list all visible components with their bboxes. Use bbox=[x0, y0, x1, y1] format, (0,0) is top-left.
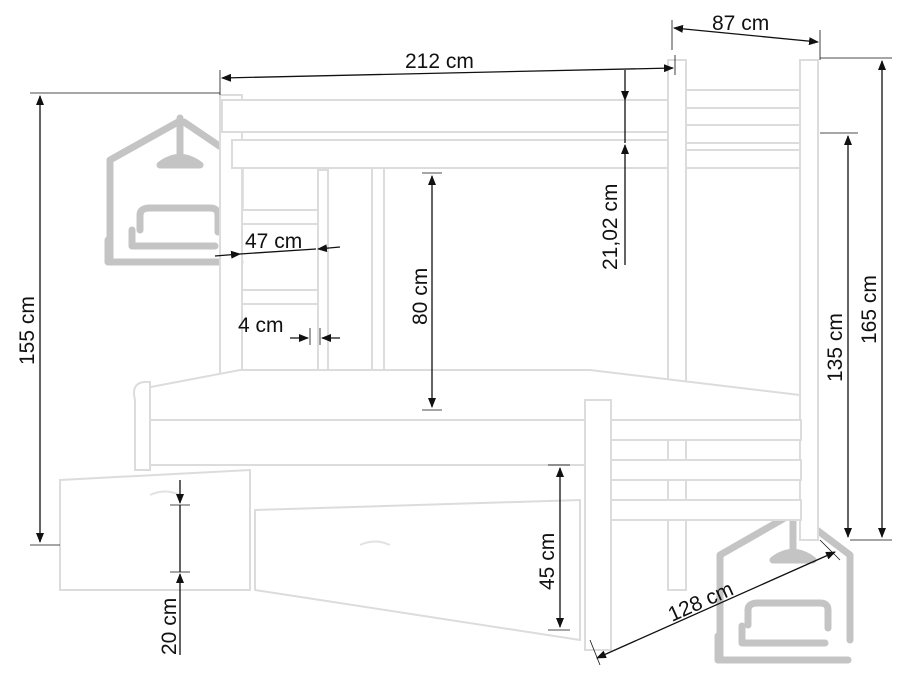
dimension-label: 4 cm bbox=[238, 314, 284, 337]
dimension-155: 155 cm bbox=[16, 92, 220, 546]
dimension-label: 212 cm bbox=[405, 50, 474, 73]
dimension-45: 45 cm bbox=[536, 464, 570, 631]
dimension-165: 165 cm bbox=[820, 57, 892, 541]
dimension-label: 20 cm bbox=[158, 598, 181, 655]
dimension-212: 212 cm bbox=[219, 50, 676, 95]
dimension-80: 80 cm bbox=[409, 172, 442, 411]
dimension-135: 135 cm bbox=[820, 132, 858, 538]
house-sofa-logo-icon bbox=[714, 508, 854, 664]
dimension-87: 87 cm bbox=[671, 12, 821, 60]
dimension-20: 20 cm bbox=[158, 480, 190, 655]
bunk-bed-drawing bbox=[59, 59, 819, 651]
dimension-label: 155 cm bbox=[16, 296, 39, 365]
dimension-label: 47 cm bbox=[245, 230, 302, 253]
dimension-label: 21,02 cm bbox=[599, 184, 622, 270]
dimension-label: 135 cm bbox=[824, 313, 847, 382]
dimension-label: 45 cm bbox=[536, 533, 559, 590]
dimension-label: 80 cm bbox=[409, 268, 432, 325]
dimension-4: 4 cm bbox=[238, 314, 340, 345]
dimension-label: 165 cm bbox=[858, 275, 881, 344]
dimension-47: 47 cm bbox=[214, 230, 341, 259]
dimension-label: 87 cm bbox=[712, 12, 769, 35]
dimension-21-02: 21,02 cm bbox=[599, 70, 629, 270]
